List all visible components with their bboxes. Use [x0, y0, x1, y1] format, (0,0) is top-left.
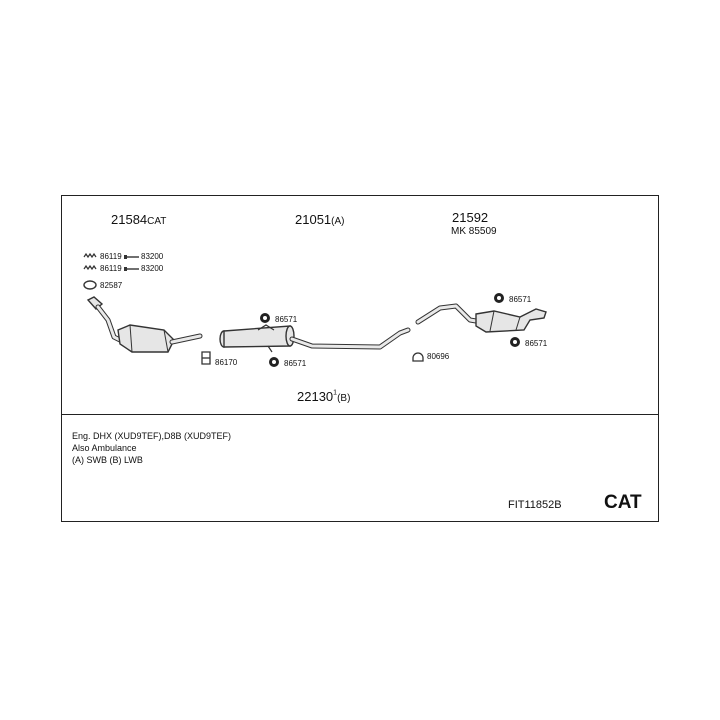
hw-label-mount-lower: 86571: [284, 359, 307, 368]
rear-silencer-kit: MK 85509: [451, 226, 497, 237]
diagram-frame: [61, 195, 659, 522]
hw-label-spring-1: 86119: [100, 252, 122, 261]
bolt-icon: [124, 255, 139, 271]
reference-code: FIT11852B: [508, 499, 562, 511]
rear-silencer-icon: [415, 303, 547, 333]
hw-label-mount-rear-upper: 86571: [509, 295, 532, 304]
hw-label-bolt-2: 83200: [141, 264, 164, 273]
hw-label-mount-upper: 86571: [275, 315, 298, 324]
part-label-catalyst: 21584CAT: [111, 212, 166, 228]
part-label-middle-silencer: 21051(A): [295, 212, 345, 228]
hw-label-mount-rear-lower: 86571: [525, 339, 548, 348]
hw-label-clamp-rear: 80696: [427, 352, 450, 361]
middle-silencer-icon: [219, 325, 411, 350]
middle-silencer-number: 21051: [295, 212, 332, 227]
part-label-alt-middle-pipe: 221301(B): [297, 389, 350, 405]
rubber-mount-icon: [257, 293, 520, 367]
note-wheelbase: (A) SWB (B) LWB: [72, 455, 143, 465]
catalyst-number: 21584: [111, 212, 148, 227]
part-label-rear-silencer: 21592: [452, 210, 489, 225]
alt-pipe-number: 22130: [297, 389, 334, 404]
rear-clamp-icon: [412, 352, 424, 362]
hw-label-bolt-1: 83200: [141, 252, 164, 261]
catalyst-suffix: CAT: [147, 216, 167, 227]
middle-silencer-suffix: (A): [331, 216, 345, 227]
hw-label-gasket: 82587: [100, 281, 123, 290]
alt-pipe-suffix: (B): [337, 393, 351, 404]
spring-icon: [83, 252, 97, 271]
hw-label-spring-2: 86119: [100, 264, 122, 273]
note-engine: Eng. DHX (XUD9TEF),D8B (XUD9TEF): [72, 431, 232, 441]
hw-label-clamp-front: 86170: [215, 358, 238, 367]
notes-divider: [61, 414, 659, 415]
note-ambulance: Also Ambulance: [72, 443, 137, 453]
gasket-icon: [83, 280, 97, 290]
catalyst-icon: [86, 296, 203, 353]
alt-pipe-mark: 1: [333, 389, 338, 397]
category-badge: CAT: [604, 492, 642, 513]
clamp-icon: [201, 351, 211, 365]
